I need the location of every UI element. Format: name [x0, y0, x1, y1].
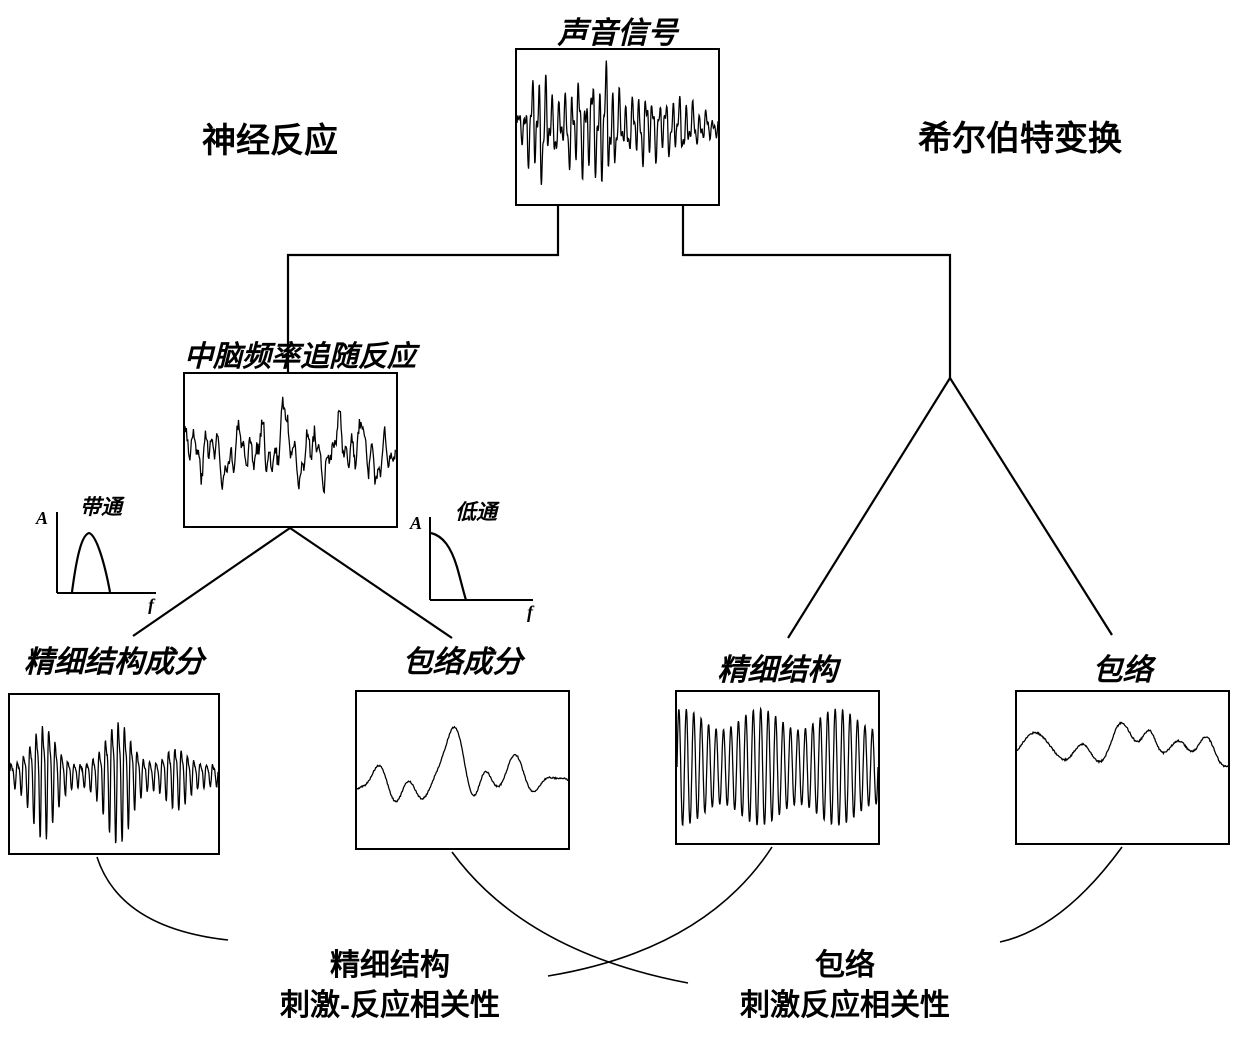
- envelope-waveform: [1017, 721, 1228, 768]
- waveform-path: [185, 396, 396, 495]
- lowpass-title: 低通: [455, 500, 500, 524]
- fine-structure-component-waveform: [10, 722, 218, 844]
- envelope-box: [1015, 690, 1230, 845]
- connector-right-branch-right: [949, 377, 1113, 636]
- connector-right-tree: [681, 206, 952, 378]
- envelope-correlation-label: 包络 刺激反应相关性: [675, 946, 1015, 1026]
- envelope-component-label: 包络成分: [402, 646, 523, 679]
- bandpass-x-axis-label: f: [148, 595, 156, 614]
- neural-response-heading: 神经反应: [202, 122, 338, 160]
- fine-structure-box: [675, 690, 880, 845]
- lowpass-x-axis-label: f: [527, 602, 535, 622]
- correlation-arc-fine-left: [96, 856, 229, 941]
- ffr-box: [183, 372, 398, 528]
- sound-signal-waveform: [517, 60, 718, 185]
- ffr-label: 中脑频率追随反应: [183, 341, 416, 373]
- ffr-waveform: [185, 396, 396, 495]
- fine-correlation-label: 精细结构 刺激-反应相关性: [225, 946, 555, 1026]
- waveform-path: [357, 725, 568, 803]
- bandpass-curve: [70, 531, 112, 593]
- fine-correlation-line2: 刺激-反应相关性: [280, 989, 500, 1022]
- connector-right-branch-left: [787, 377, 951, 639]
- sound-signal-label: 声音信号: [557, 17, 678, 50]
- waveform-path: [517, 60, 718, 185]
- lowpass-filter-plot: A 低通 f: [409, 500, 535, 622]
- waveform-path: [677, 706, 878, 827]
- correlation-arc-envelope-right: [999, 846, 1123, 943]
- sound-signal-box: [515, 48, 720, 206]
- envelope-component-waveform: [357, 725, 568, 803]
- lowpass-curve: [430, 531, 468, 601]
- fine-structure-component-label: 精细结构成分: [24, 646, 204, 679]
- waveform-path: [1017, 721, 1228, 768]
- envelope-component-box: [355, 690, 570, 850]
- fine-structure-waveform: [677, 706, 878, 827]
- waveform-path: [10, 722, 218, 844]
- bandpass-title: 带通: [80, 495, 125, 519]
- envelope-correlation-line2: 刺激反应相关性: [740, 989, 950, 1022]
- fine-structure-label: 精细结构: [717, 654, 838, 687]
- envelope-correlation-line1: 包络: [815, 949, 875, 982]
- fine-correlation-line1: 精细结构: [330, 949, 450, 982]
- fine-structure-component-box: [8, 693, 220, 855]
- hilbert-transform-heading: 希尔伯特变换: [918, 120, 1122, 158]
- envelope-label: 包络: [1092, 654, 1153, 687]
- bandpass-y-axis-label: A: [35, 508, 48, 528]
- lowpass-y-axis-label: A: [409, 513, 422, 533]
- bandpass-filter-plot: A 带通 f: [35, 495, 156, 614]
